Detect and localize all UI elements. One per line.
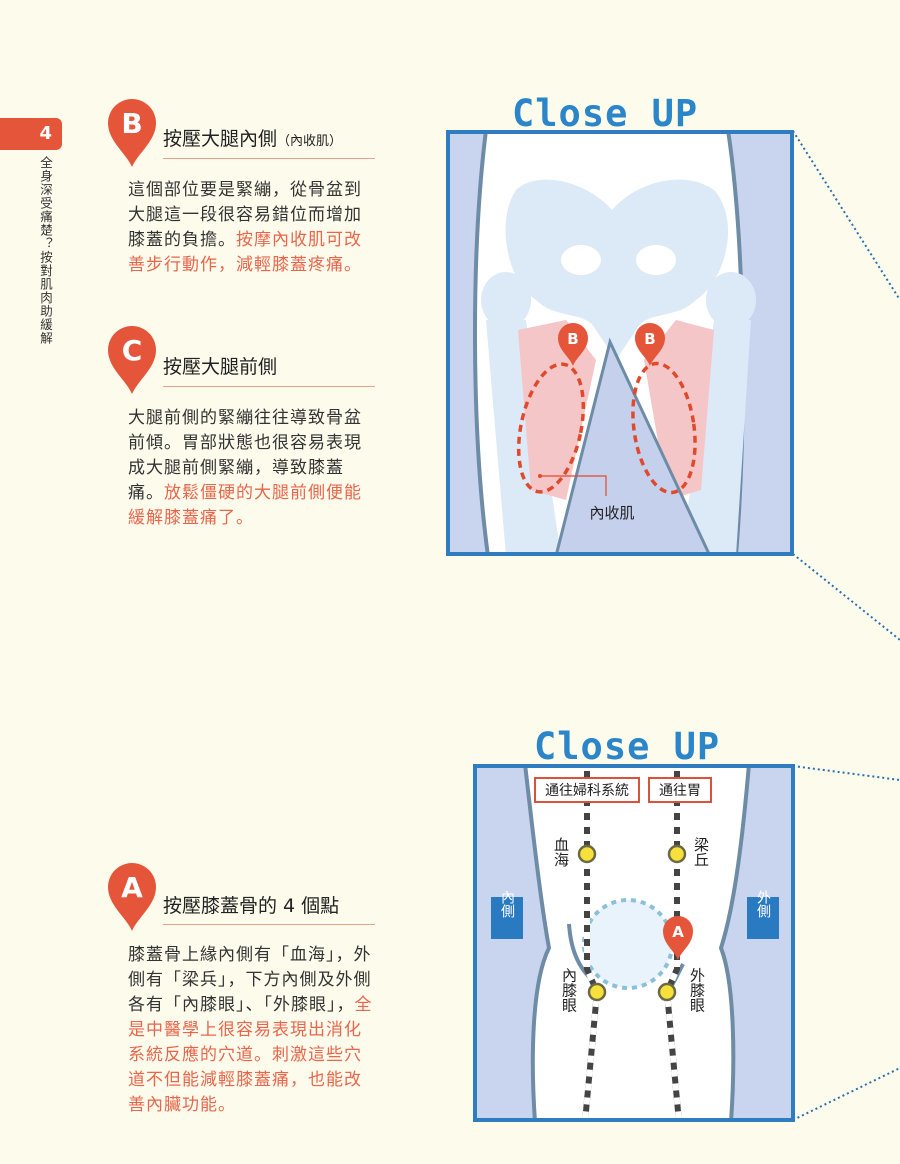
section-a-body: 膝蓋骨上緣內側有「血海」，外側有「梁兵」，下方內側及外側各有「內膝眼」、「外膝眼… <box>128 943 378 1118</box>
left-dashed-ellipse <box>516 362 586 494</box>
point-top-left-label: 血海 <box>552 837 570 867</box>
marker-b-left-icon: B <box>558 323 588 366</box>
marker-a-icon: A <box>108 863 156 931</box>
point-bottom-right-label: 外膝眼 <box>688 968 706 1013</box>
marker-b-right-letter: B <box>644 330 655 348</box>
marker-b-left-letter: B <box>567 330 578 348</box>
route-right-box <box>648 777 712 803</box>
kneecap-outline <box>582 898 674 990</box>
inner-thigh-gap <box>554 337 712 556</box>
section-b-body: 這個部位要是緊繃，從骨盆到大腿這一段很容易錯位而增加膝蓋的負擔。按摩內收肌可改善… <box>128 178 378 278</box>
muscle-leader-line <box>540 475 607 496</box>
section-b-divider <box>163 158 375 159</box>
meridian-lines <box>582 764 682 1122</box>
marker-a-letter: A <box>121 871 143 904</box>
acupoint-inner-eye <box>587 982 607 1002</box>
section-c-body: 大腿前側的緊繃往往導致骨盆前傾。胃部狀態也很容易表現成大腿前側緊繃，導致膝蓋痛。… <box>128 406 378 531</box>
section-b-title: 按壓大腿內側（內收肌） <box>163 124 342 151</box>
section-a-title: 按壓膝蓋骨的 4 個點 <box>163 895 340 917</box>
marker-b-letter: B <box>121 107 142 140</box>
marker-a-knee-icon: A <box>663 916 693 960</box>
knee-closeup-title: Close UP <box>534 725 721 768</box>
side-outer-label: 外側 <box>755 890 771 918</box>
section-b-title-note: （內收肌） <box>277 134 343 149</box>
acupoints <box>577 844 687 1002</box>
muscle-label: 內收肌 <box>589 504 634 522</box>
chapter-title: 全身深受痛楚？按對肌肉助緩解 <box>38 156 53 345</box>
acupoint-liangqiu <box>667 844 687 864</box>
marker-b-icon: B <box>108 99 156 167</box>
acupoint-xuehai <box>577 844 597 864</box>
route-left-label: 通往婦科系統 <box>545 782 629 799</box>
hip-closeup-title: Close UP <box>512 92 699 135</box>
body-highlight: 放鬆僵硬的大腿前側便能緩解膝蓋痛了。 <box>128 483 362 528</box>
route-left-box <box>534 777 640 803</box>
pelvis-bones <box>481 179 756 556</box>
hip-closeup-diagram: B B 內收肌 <box>446 130 794 556</box>
body-highlight: 按摩內收肌可改善步行動作，減輕膝蓋疼痛。 <box>128 230 362 275</box>
body-text: 膝蓋骨上緣內側有「血海」，外側有「梁兵」，下方內側及外側各有「內膝眼」、「外膝眼… <box>128 945 372 1015</box>
right-side-band <box>728 130 794 556</box>
right-dashed-ellipse <box>631 361 697 495</box>
body-text: 大腿前側的緊繃往往導致骨盆前傾。胃部狀態也很容易表現成大腿前側緊繃，導致膝蓋痛。 <box>128 408 362 503</box>
marker-c-icon: C <box>108 326 156 394</box>
point-bottom-left-label: 內膝眼 <box>560 968 578 1013</box>
side-outer-badge <box>747 897 779 939</box>
marker-a-knee-letter: A <box>672 923 684 941</box>
section-c-divider <box>163 386 375 387</box>
section-a-divider <box>163 924 375 925</box>
body-text: 這個部位要是緊繃，從骨盆到大腿這一段很容易錯位而增加膝蓋的負擔。 <box>128 180 362 250</box>
acupoint-outer-eye <box>657 982 677 1002</box>
section-b-title-text: 按壓大腿內側 <box>163 128 278 150</box>
side-inner-badge <box>491 897 523 939</box>
body-highlight: 全是中醫學上很容易表現出消化系統反應的穴道。刺激這些穴道不但能減輕膝蓋痛，也能改… <box>128 995 373 1115</box>
marker-c-letter: C <box>122 334 143 367</box>
route-right-label: 通往胃 <box>659 783 701 799</box>
side-inner-label: 內側 <box>499 890 515 918</box>
left-adductor-muscle <box>518 320 596 500</box>
chapter-tab: 4 <box>0 118 62 150</box>
knee-closeup-diagram: 通往婦科系統 通往胃 血海 梁丘 內膝眼 外膝眼 內側 外側 A <box>473 764 795 1122</box>
point-top-right-label: 梁丘 <box>692 837 710 867</box>
marker-b-right-icon: B <box>635 323 665 366</box>
section-c-title: 按壓大腿前側 <box>163 356 278 378</box>
